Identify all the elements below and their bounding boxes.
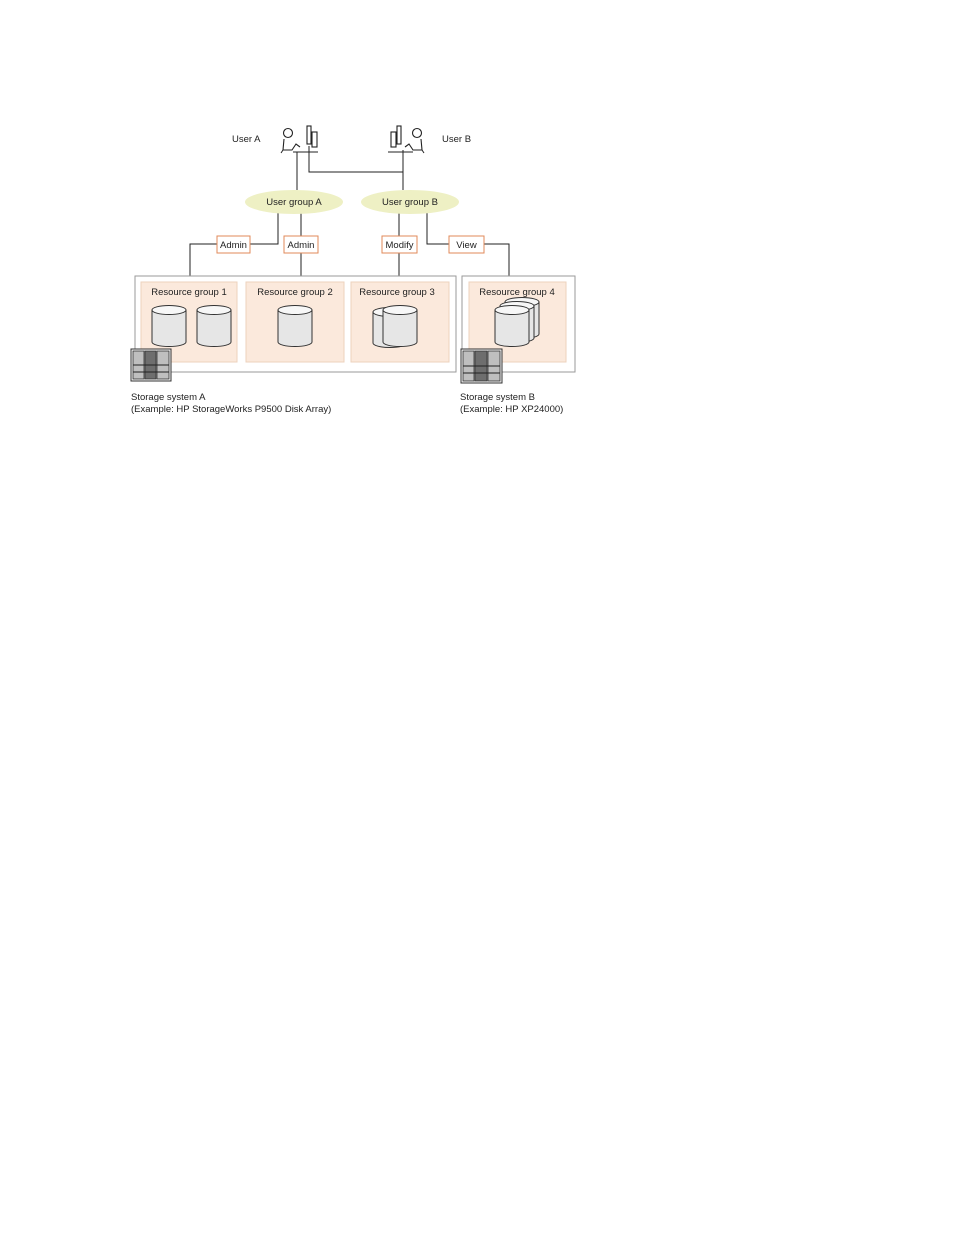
permission-admin-2-label: Admin bbox=[288, 240, 315, 251]
resource-group-2-label: Resource group 2 bbox=[257, 287, 333, 298]
storage-system-a: Resource group 1 Resource group 2 Resour… bbox=[131, 276, 456, 415]
connection-lines bbox=[190, 146, 509, 276]
resource-group-1-label: Resource group 1 bbox=[151, 287, 227, 298]
storage-rack-icon bbox=[461, 349, 502, 383]
disk-cylinder-icon bbox=[197, 306, 231, 347]
user-group-b-label: User group B bbox=[382, 197, 438, 208]
permission-view-label: View bbox=[456, 240, 477, 251]
disk-cylinder-icon bbox=[278, 306, 312, 347]
storage-system-a-name: Storage system A bbox=[131, 392, 206, 403]
user-a-label: User A bbox=[232, 134, 261, 145]
user-a: User A bbox=[232, 126, 318, 153]
permission-modify: Modify bbox=[382, 236, 417, 253]
permission-view: View bbox=[449, 236, 484, 253]
user-at-computer-icon bbox=[388, 126, 424, 153]
resource-group-3: Resource group 3 bbox=[351, 282, 449, 362]
permission-modify-label: Modify bbox=[386, 240, 414, 251]
resource-group-3-label: Resource group 3 bbox=[359, 287, 435, 298]
storage-system-a-example: (Example: HP StorageWorks P9500 Disk Arr… bbox=[131, 404, 331, 415]
user-b: User B bbox=[388, 126, 471, 153]
resource-group-2: Resource group 2 bbox=[246, 282, 344, 362]
permission-admin-2: Admin bbox=[284, 236, 318, 253]
user-b-label: User B bbox=[442, 134, 471, 145]
storage-system-b-name: Storage system B bbox=[460, 392, 535, 403]
disk-cylinder-icon bbox=[152, 306, 186, 347]
storage-system-b: Resource group 4 Storage system B bbox=[460, 276, 575, 415]
disk-cylinder-icon bbox=[495, 306, 529, 347]
storage-system-b-example: (Example: HP XP24000) bbox=[460, 404, 563, 415]
resource-group-4-label: Resource group 4 bbox=[479, 287, 555, 298]
disk-cylinder-icon bbox=[383, 306, 417, 347]
storage-rack-icon bbox=[131, 349, 171, 381]
user-group-a: User group A bbox=[245, 190, 343, 214]
permission-admin-1: Admin bbox=[217, 236, 250, 253]
user-group-a-label: User group A bbox=[266, 197, 322, 208]
user-at-computer-icon bbox=[281, 126, 318, 153]
user-group-b: User group B bbox=[361, 190, 459, 214]
permission-admin-1-label: Admin bbox=[220, 240, 247, 251]
